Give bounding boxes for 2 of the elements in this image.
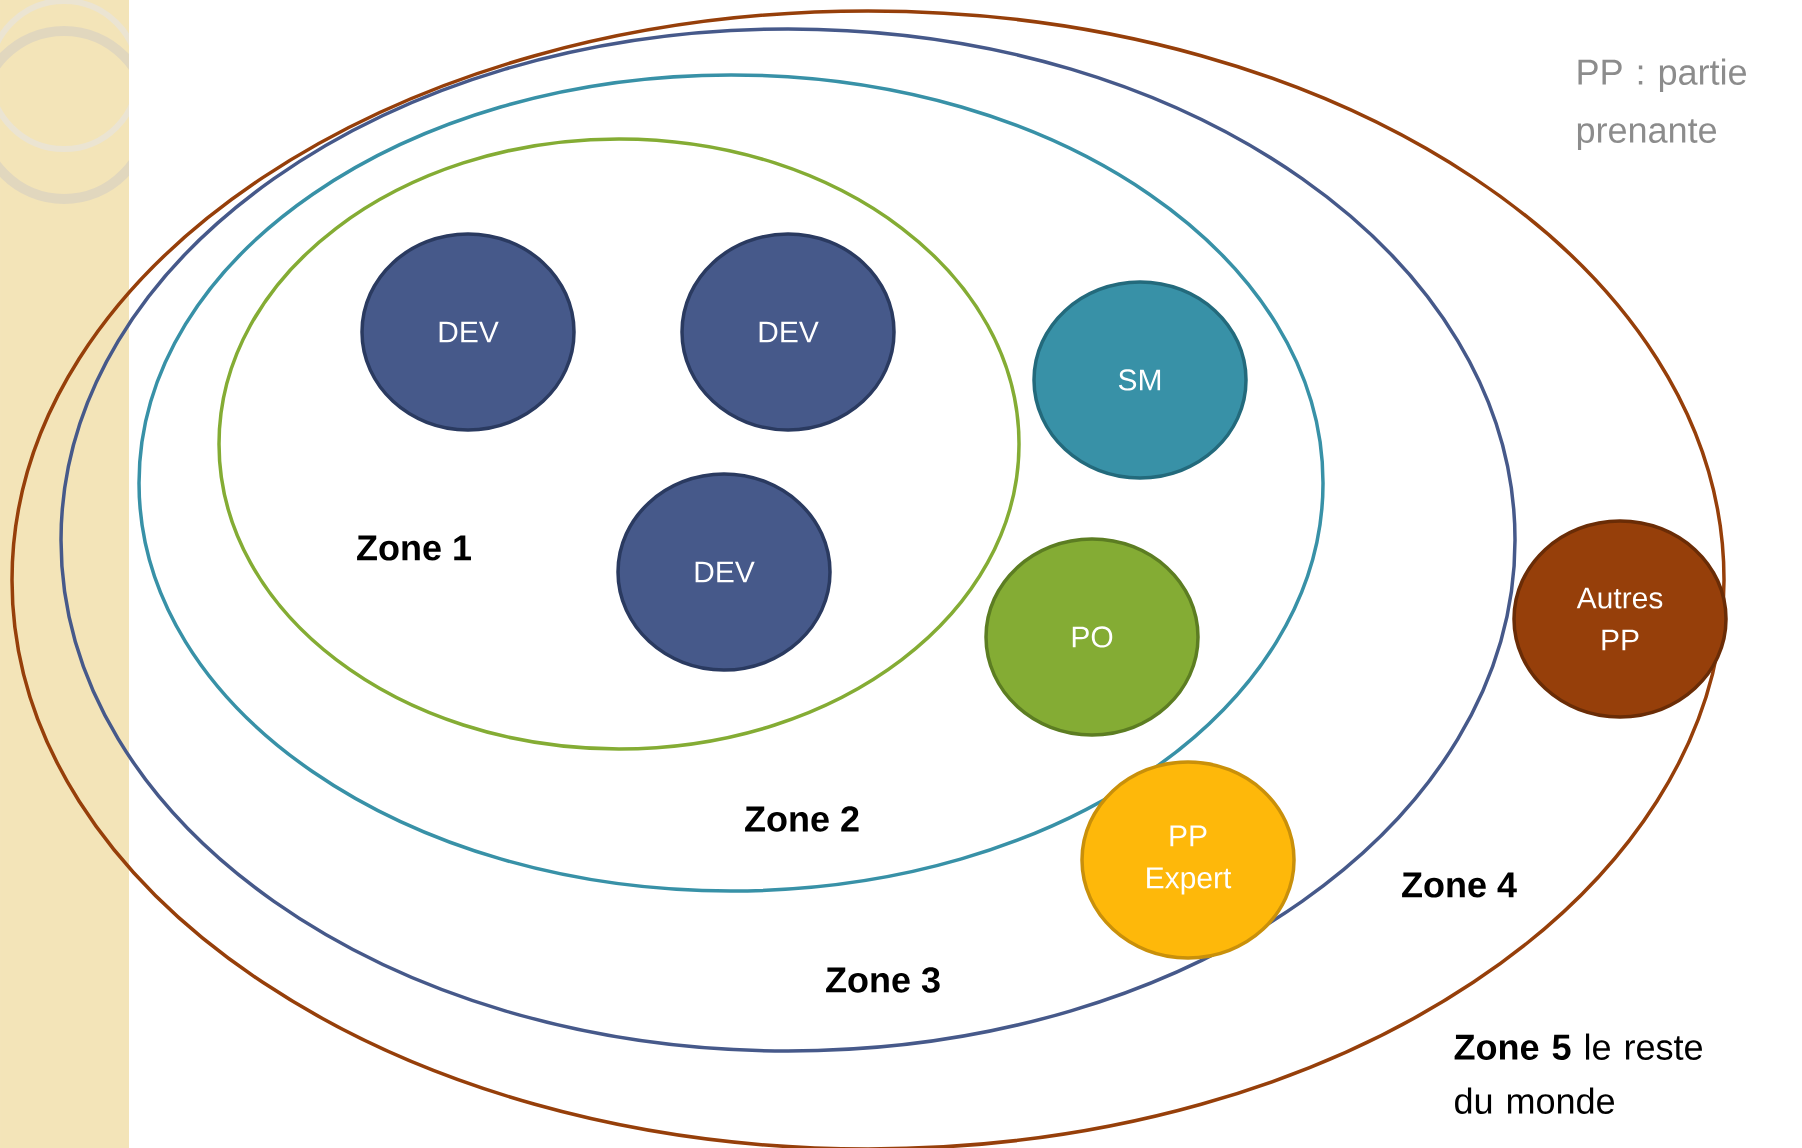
zone-label: Zone 5 le reste du monde [1454,1033,1702,1114]
note-text: PP : partie prenante [1577,58,1746,151]
